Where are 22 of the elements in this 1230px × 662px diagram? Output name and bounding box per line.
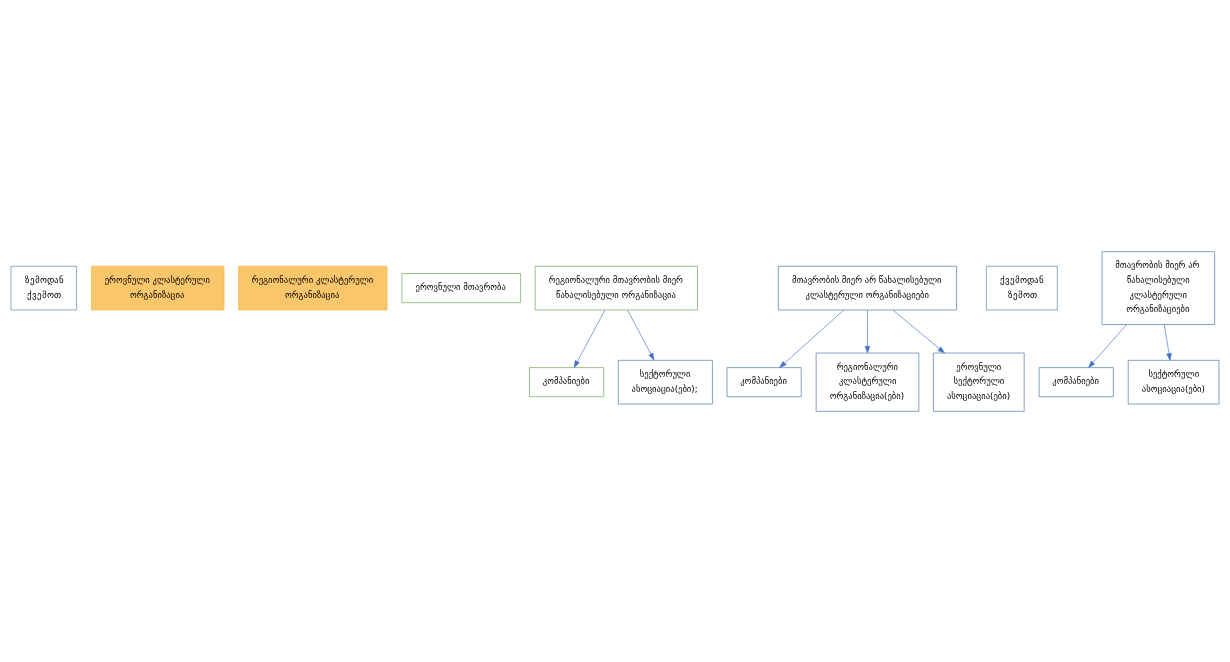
node-box: ეროვნული სექტორული ასოციაცია(ები)	[933, 352, 1025, 412]
arrow	[627, 309, 655, 360]
arrow	[1163, 323, 1172, 361]
node-box: რეგიონალური მთავრობის მიერ წახალისებული ორგანიზაცია	[534, 265, 698, 310]
arrow	[864, 309, 871, 353]
arrow	[1088, 323, 1127, 368]
node-box: ზემოდან ქვემოთ	[10, 265, 77, 310]
arrow	[573, 309, 606, 368]
arrow	[779, 309, 845, 368]
node-box: კომპანიები	[726, 366, 802, 397]
node-box: კომპანიები	[1038, 366, 1114, 397]
node-box: ეროვნული კლასტერული ორგანიზაცია	[91, 265, 225, 310]
node-box: მთავრობის მიერ არ წახალისებული კლასტერული ორგანიზაციები	[778, 265, 957, 310]
node-box: სექტორული ასოციაცია(ები);	[617, 359, 713, 404]
node-box: ქვემოდან ზემოთ	[986, 265, 1058, 310]
node-box: ეროვნული მთავრობა	[401, 272, 521, 303]
node-box: რეგიონალური კლასტერული ორგანიზაცია(ები)	[815, 352, 920, 412]
arrow	[892, 309, 945, 353]
node-box: მთავრობის მიერ არ წახალისებული კლასტერული ორგანიზაციები	[1101, 250, 1216, 325]
node-box: რეგიონალური კლასტერული ორგანიზაცია	[238, 265, 388, 310]
node-box: კომპანიები	[529, 366, 605, 397]
node-box: სექტორული ასოციაცია(ები)	[1127, 359, 1220, 404]
